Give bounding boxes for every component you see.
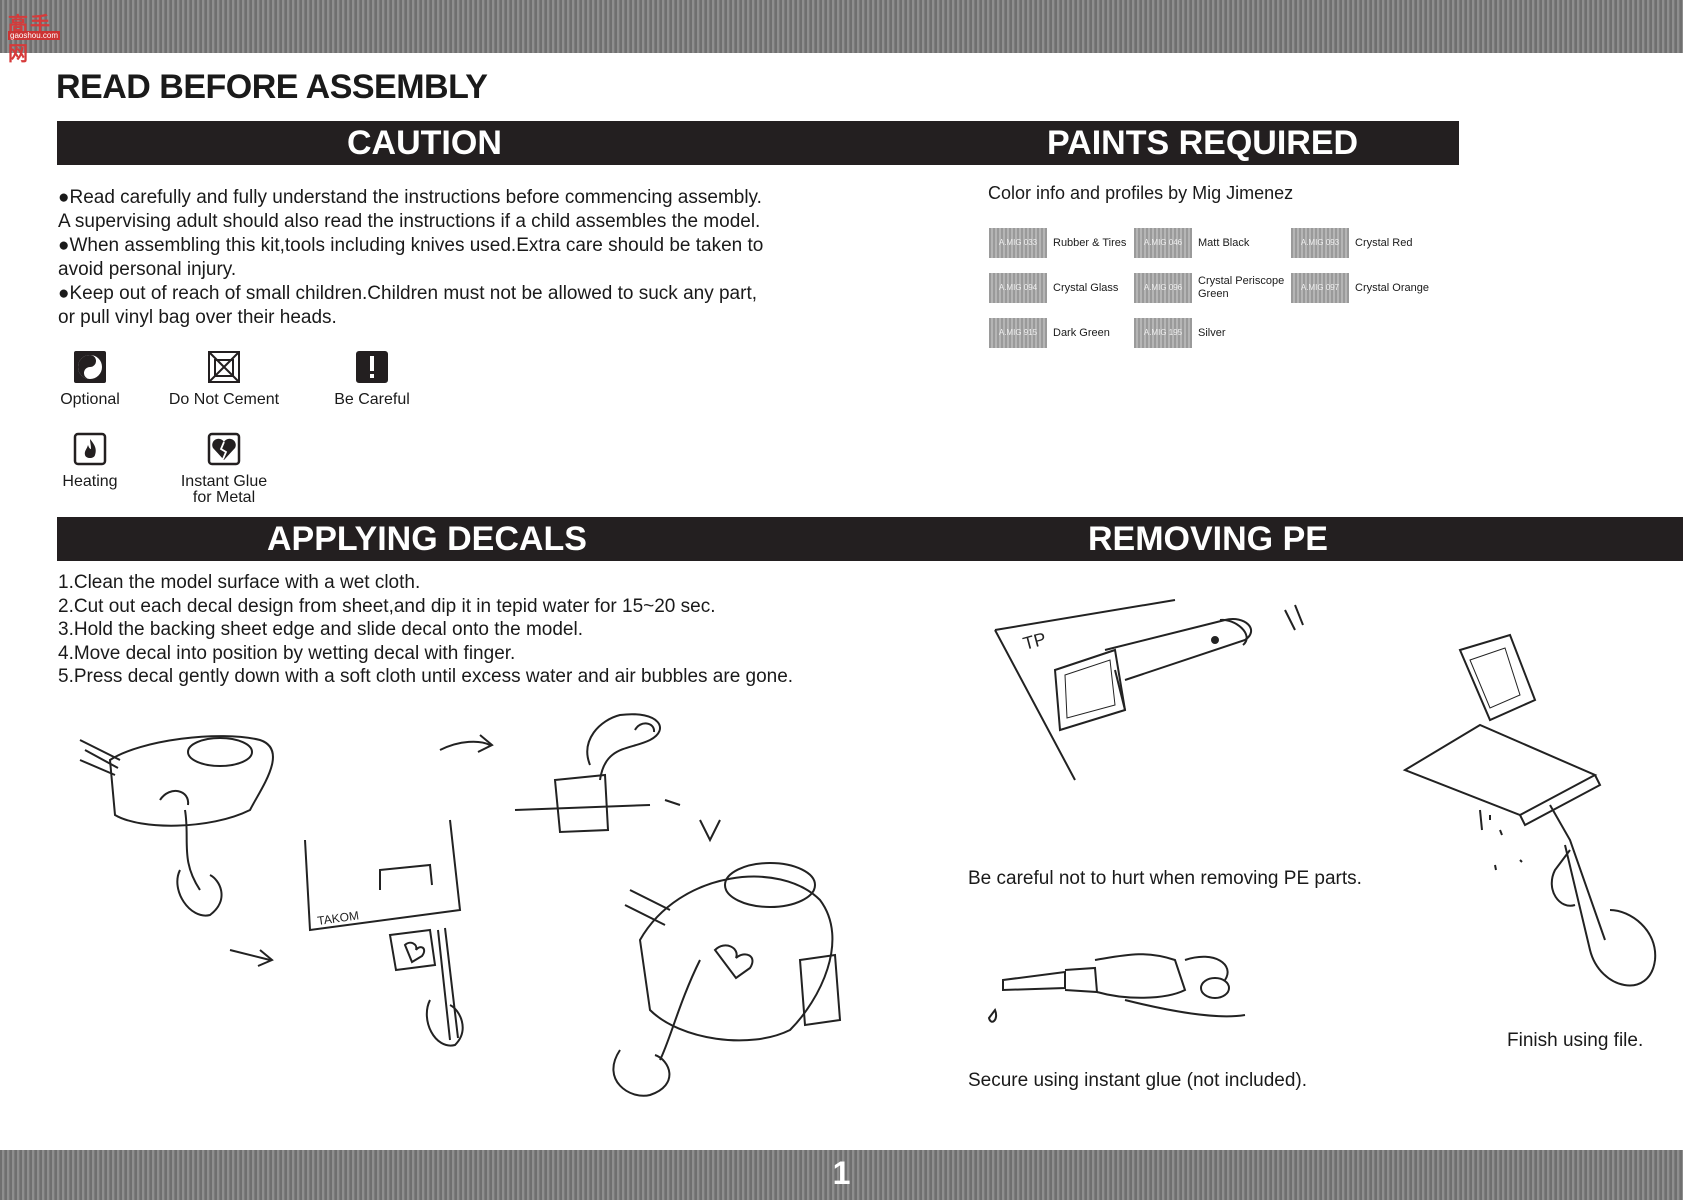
decals-heading: APPLYING DECALS (267, 520, 587, 558)
paint-name: Matt Black (1198, 236, 1250, 249)
decal-steps: 1.Clean the model surface with a wet clo… (58, 571, 918, 689)
legend-label: Instant Glue for Metal (180, 473, 268, 506)
logo-text: 高手网 (8, 14, 52, 65)
instant-glue-icon (207, 432, 241, 466)
pe-glue-illustration (987, 953, 1246, 1023)
paint-name: Rubber & Tires (1053, 236, 1127, 249)
optional-icon (74, 351, 106, 383)
decal-illustration: TAKOM (79, 713, 842, 1097)
pe-cutting-illustration: TP (994, 599, 1304, 781)
page-number: 1 (832, 1155, 851, 1191)
decal-sheet-label: TAKOM (316, 908, 359, 928)
pe-caption-file: Finish using file. (1507, 1030, 1644, 1051)
paint-code: A.MIG 046 (1134, 228, 1192, 258)
section-bar-bottom: APPLYING DECALS REMOVING PE (57, 517, 1683, 561)
paint-code: A.MIG 033 (989, 228, 1047, 258)
caution-line: ●Keep out of reach of small children.Chi… (58, 283, 758, 304)
legend-label: Do Not Cement (168, 391, 280, 408)
paint-code: A.MIG 195 (1134, 318, 1192, 348)
paint-code: A.MIG 094 (989, 273, 1047, 303)
paint-name: Crystal Glass (1053, 281, 1119, 294)
decal-step: 3.Hold the backing sheet edge and slide … (58, 619, 583, 640)
legend-optional: Optional (54, 350, 126, 408)
do-not-cement-icon (208, 351, 240, 383)
paints-subtitle: Color info and profiles by Mig Jimenez (988, 183, 1294, 203)
top-stripe-band (0, 0, 1683, 53)
caution-line: or pull vinyl bag over their heads. (58, 307, 337, 328)
legend-label: Optional (60, 391, 120, 408)
caution-text: ●Read carefully and fully understand the… (58, 186, 858, 330)
legend-be-careful: Be Careful (330, 350, 414, 408)
paint-name: Crystal Periscope Green (1198, 275, 1285, 300)
paint-name: Dark Green (1053, 326, 1110, 339)
heating-icon (73, 432, 107, 466)
paint-name: Crystal Red (1355, 236, 1413, 249)
legend-do-not-cement: Do Not Cement (164, 350, 284, 408)
caution-line: ●Read carefully and fully understand the… (58, 187, 762, 208)
site-logo: 高手网 gaoshou.com (4, 6, 70, 65)
pe-heading: REMOVING PE (1088, 520, 1328, 558)
paint-code: A.MIG 915 (989, 318, 1047, 348)
decal-step: 2.Cut out each decal design from sheet,a… (58, 595, 716, 617)
pe-file-illustration (1402, 633, 1657, 987)
legend-heating: Heating (54, 432, 126, 490)
caution-heading: CAUTION (347, 124, 502, 162)
bottom-stripe-band (0, 1150, 1683, 1200)
paints-heading: PAINTS REQUIRED (1047, 124, 1359, 162)
section-bar-top: CAUTION PAINTS REQUIRED (57, 121, 1459, 165)
decal-step: 5.Press decal gently down with a soft cl… (58, 666, 794, 687)
pe-caption-careful: Be careful not to hurt when removing PE … (968, 868, 1362, 889)
caution-line: ●When assembling this kit,tools includin… (58, 235, 764, 256)
caution-line: A supervising adult should also read the… (58, 211, 761, 232)
paint-code: A.MIG 093 (1291, 228, 1349, 258)
pe-caption-glue: Secure using instant glue (not included)… (968, 1070, 1308, 1091)
pe-fret-label: TP (1021, 629, 1048, 654)
logo-url: gaoshou.com (8, 31, 61, 40)
caution-line: avoid personal injury. (58, 259, 237, 280)
legend-instant-glue: Instant Glue for Metal (172, 432, 276, 506)
legend-label: Be Careful (334, 391, 410, 408)
be-careful-icon (356, 351, 388, 383)
page-title: READ BEFORE ASSEMBLY (56, 68, 488, 106)
decal-step: 1.Clean the model surface with a wet clo… (58, 572, 421, 593)
paint-code: A.MIG 096 (1134, 273, 1192, 303)
paint-name: Crystal Orange (1355, 281, 1429, 294)
legend-label: Heating (62, 473, 118, 490)
decal-step: 4.Move decal into position by wetting de… (58, 642, 516, 664)
paint-code: A.MIG 097 (1291, 273, 1349, 303)
paint-name: Silver (1198, 326, 1226, 339)
